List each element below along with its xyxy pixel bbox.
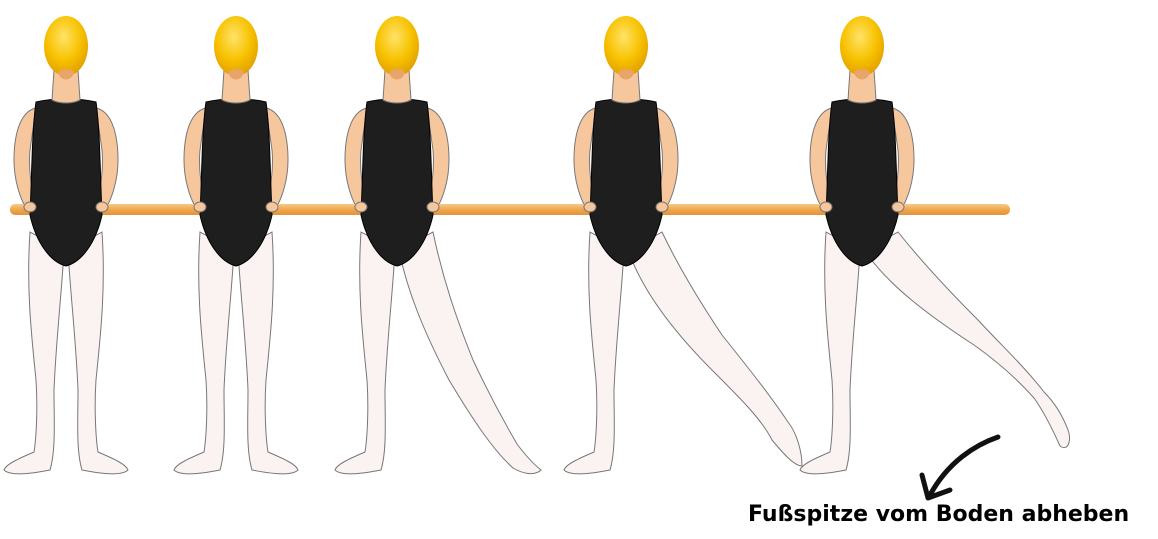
- dancer-4-leotard: [590, 99, 662, 266]
- dancer-3-left-hand: [355, 202, 367, 212]
- dancer-3-right-hand: [427, 202, 439, 212]
- dancer-2-right-hand: [266, 202, 278, 212]
- dancer-5-leotard: [826, 99, 898, 266]
- dancer-4-working-leg: [628, 232, 802, 466]
- dancer-2-left-hand: [194, 202, 206, 212]
- dancer-1-working-leg: [68, 232, 128, 474]
- dancer-1-standing-leg: [4, 232, 64, 474]
- dancer-1-leotard: [30, 99, 102, 266]
- dancer-4-left-hand: [584, 202, 596, 212]
- dancer-5-right-hand: [892, 202, 904, 212]
- dancer-5-left-hand: [820, 202, 832, 212]
- dancer-2-leotard: [200, 99, 272, 266]
- dancer-5: [800, 16, 1070, 474]
- dancer-5-working-leg: [864, 232, 1070, 448]
- dancer-4-standing-leg: [564, 232, 624, 474]
- dancer-1-head: [44, 16, 88, 76]
- dancer-3: [335, 16, 541, 474]
- dancer-3-leotard: [361, 99, 433, 266]
- dancer-3-standing-leg: [335, 232, 395, 474]
- dancer-5-head: [840, 16, 884, 76]
- dancer-2: [174, 16, 298, 474]
- dancer-5-standing-leg: [800, 232, 860, 474]
- dancer-4-head: [604, 16, 648, 76]
- dancer-4-right-hand: [656, 202, 668, 212]
- dancer-1-right-hand: [96, 202, 108, 212]
- dancer-2-standing-leg: [174, 232, 234, 474]
- curved-arrow-icon: [922, 437, 998, 498]
- dancer-2-working-leg: [238, 232, 298, 474]
- dancer-1-left-hand: [24, 202, 36, 212]
- dancer-3-working-leg: [399, 232, 541, 474]
- dancer-3-head: [375, 16, 419, 76]
- caption-lift-toe: Fußspitze vom Boden abheben: [748, 502, 1148, 527]
- dancer-2-head: [214, 16, 258, 76]
- dancer-1: [4, 16, 128, 474]
- dancer-4: [564, 16, 802, 474]
